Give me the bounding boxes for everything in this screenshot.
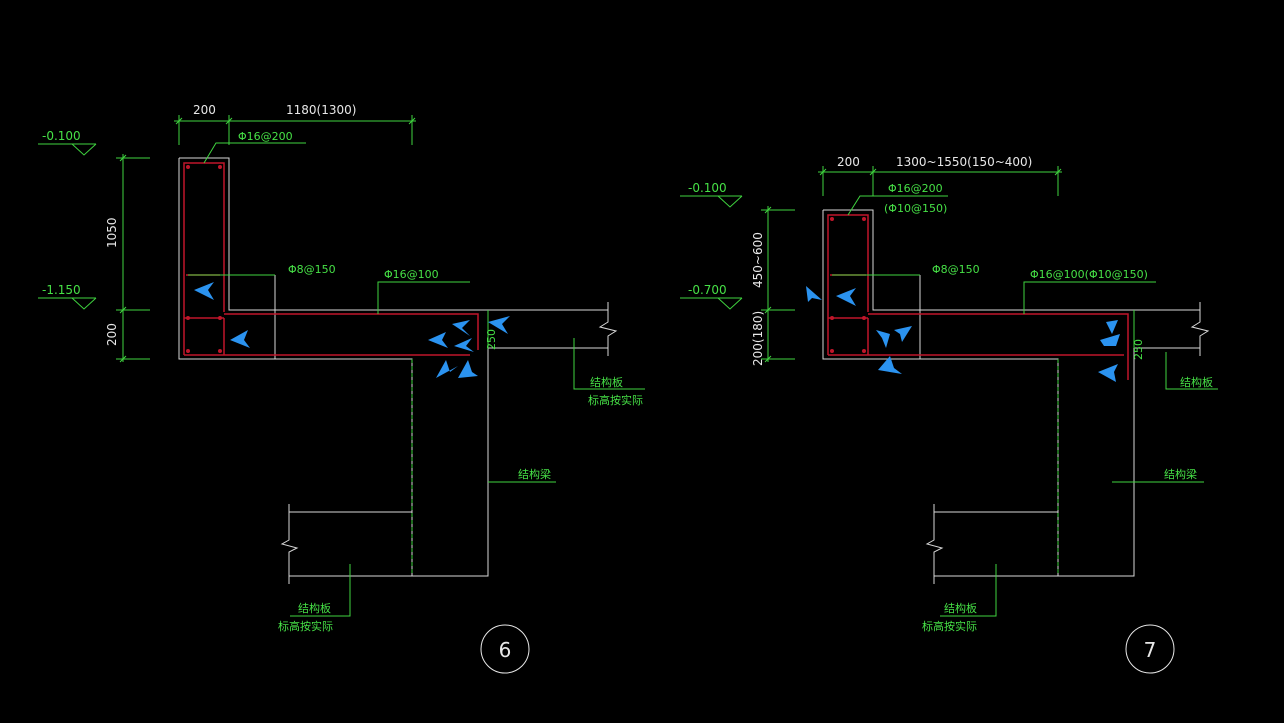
detail6-leaders <box>188 142 645 617</box>
detail7-dim-height-lower: 200(180) <box>751 311 765 366</box>
detail7-label-slab-bottom-note: 标高按实际 <box>922 619 977 633</box>
detail6-vertical-dimension <box>116 154 150 363</box>
detail7-level-top: -0.100 <box>688 181 727 195</box>
detail7-dim-width-right: 1300~1550(150~400) <box>896 155 1032 169</box>
detail7-concrete-outline <box>822 209 1210 584</box>
detail7-markers <box>806 286 1120 382</box>
detail7-level-bottom: -0.700 <box>688 283 727 297</box>
detail6-top-dimension <box>174 115 416 145</box>
detail7-rebar-stirrup: Φ8@150 <box>932 263 980 276</box>
detail7-rebar-top-alt: (Φ10@150) <box>884 202 947 215</box>
detail6-label-beam: 结构梁 <box>518 467 551 481</box>
detail6-dim-width-left: 200 <box>193 103 216 117</box>
detail7-number-circle <box>1125 624 1175 674</box>
detail7-dim-height-upper: 450~600 <box>751 232 765 288</box>
detail7-rebar-bottom: Φ16@100(Φ10@150) <box>1030 268 1148 281</box>
detail7-dim-width-left: 200 <box>837 155 860 169</box>
detail6-dim-height-upper: 1050 <box>105 217 119 248</box>
detail6-dim-width-right: 1180(1300) <box>286 103 356 117</box>
detail6-rebar-top: Φ16@200 <box>238 130 293 143</box>
detail6-rebar-dots <box>186 165 222 353</box>
detail7-level-marks <box>680 195 743 310</box>
detail6-rebar <box>183 162 479 356</box>
detail6-level-top: -0.100 <box>42 129 81 143</box>
detail7-vertical-dimension <box>761 206 795 363</box>
detail6-dim-slab: 250 <box>485 329 498 350</box>
detail6-number-circle <box>480 624 530 674</box>
detail6-level-bottom: -1.150 <box>42 283 81 297</box>
detail6-level-marks <box>38 143 97 310</box>
detail6-concrete-outline <box>178 157 618 584</box>
detail6-dim-height-lower: 200 <box>105 323 119 346</box>
detail7-label-beam: 结构梁 <box>1164 467 1197 481</box>
detail6-label-slab-right-note: 标高按实际 <box>588 393 643 407</box>
detail6-rebar-stirrup: Φ8@150 <box>288 263 336 276</box>
detail-7: 200 1300~1550(150~400) -0.100 -0.700 450… <box>680 155 1218 674</box>
detail7-label-slab-bottom: 结构板 <box>944 601 977 615</box>
detail7-rebar-dots <box>830 217 866 353</box>
detail6-markers <box>194 282 510 378</box>
detail6-number: 6 <box>499 638 512 662</box>
detail7-top-dimension <box>818 166 1062 196</box>
detail7-dim-slab: 250 <box>1132 339 1145 360</box>
detail6-label-slab-bottom-note: 标高按实际 <box>278 619 333 633</box>
detail7-label-slab-right: 结构板 <box>1180 375 1213 389</box>
detail6-label-slab-bottom: 结构板 <box>298 601 331 615</box>
detail6-label-slab-right: 结构板 <box>590 375 623 389</box>
detail7-number: 7 <box>1144 638 1157 662</box>
detail7-rebar-top: Φ16@200 <box>888 182 943 195</box>
detail6-rebar-bottom: Φ16@100 <box>384 268 439 281</box>
detail7-leaders <box>832 195 1218 617</box>
detail-6: 200 1180(1300) -0.100 -1.150 1050 200 <box>38 103 645 674</box>
